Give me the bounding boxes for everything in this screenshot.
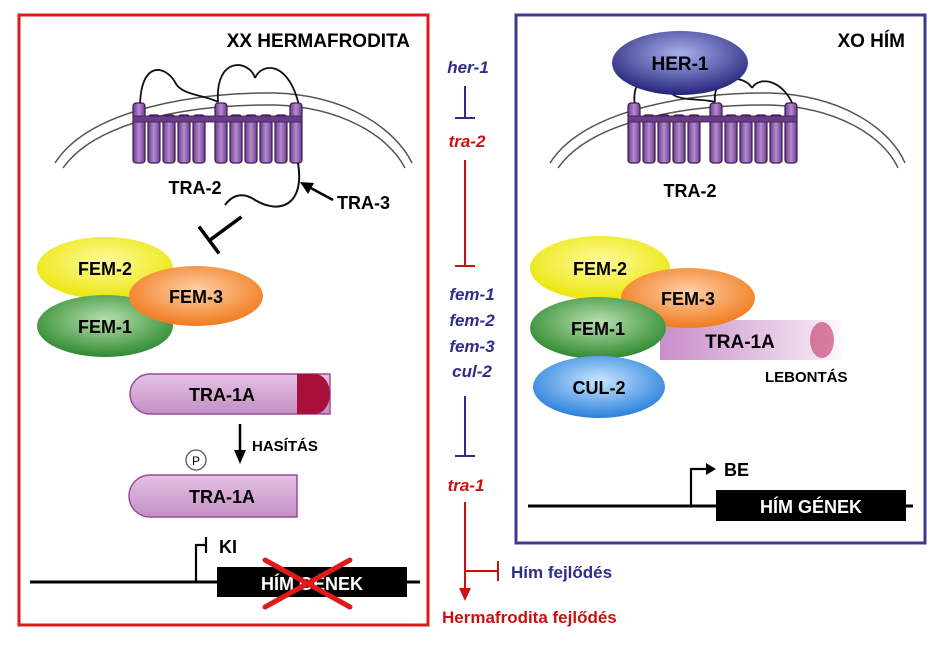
fem3-label-right: FEM-3 (661, 289, 715, 309)
tra1a-being-degraded (660, 320, 846, 360)
cleavage-label: HASÍTÁS (252, 438, 318, 455)
phosphate-group (185, 449, 207, 471)
tra3-label: TRA-3 (337, 193, 390, 213)
pathway-fem2: fem-2 (449, 311, 495, 330)
male-panel-frame (514, 13, 927, 545)
hermaphrodite-panel-frame (17, 13, 430, 627)
tra2-inhibits-fem (455, 160, 475, 267)
tra2-inhibits-fem-bar (197, 215, 243, 255)
degradation-label: LEBONTÁS (765, 369, 848, 386)
her1-inhibits-tra2 (455, 86, 475, 119)
fem2-label-left: FEM-2 (78, 259, 132, 279)
cleavage-arrow (234, 424, 246, 464)
pathway-tra2: tra-2 (449, 132, 486, 151)
transmembrane-helices-left (132, 102, 303, 164)
crossed-out-x (262, 557, 353, 610)
transmembrane-helices-right (627, 102, 798, 164)
phosphate-label: P (192, 454, 200, 468)
male-development-label: Hím fejlődés (511, 563, 612, 582)
off-label: KI (219, 537, 237, 557)
male-panel-title: XO HÍM (837, 30, 905, 52)
her1-ligand (612, 31, 748, 95)
tra1-outputs (464, 502, 499, 592)
tra2-receptor-left (132, 64, 303, 208)
tra2-cytoplasmic-tail (224, 162, 301, 208)
fem1-label-left: FEM-1 (78, 317, 132, 337)
tra3-activation-arrow (300, 182, 334, 202)
promoter-off-arrow (194, 537, 208, 582)
fem2-label-right: FEM-2 (573, 259, 627, 279)
pathway-fem1: fem-1 (449, 285, 494, 304)
tra1a-full-length (129, 373, 331, 415)
male-genes-label-right: HÍM GÉNEK (760, 496, 862, 517)
pathway-her1: her-1 (447, 58, 489, 77)
tra1a-label-full: TRA-1A (189, 385, 255, 405)
fem3-protein-left (129, 266, 263, 326)
cul2-protein (533, 356, 665, 418)
hermaphrodite-panel-title: XX HERMAFRODITA (227, 31, 411, 52)
tra2-label-left: TRA-2 (169, 178, 222, 198)
cell-membrane-right (549, 92, 906, 169)
her1-label: HER-1 (651, 54, 708, 75)
hermaphrodite-development-label: Hermafrodita fejlődés (442, 608, 617, 627)
fem3-label-left: FEM-3 (169, 287, 223, 307)
tra1a-label-right: TRA-1A (705, 332, 775, 353)
cul2-label: CUL-2 (573, 378, 626, 398)
herm-dev-arrowhead (459, 588, 471, 601)
cell-membrane-left (54, 92, 413, 169)
on-label: BE (724, 460, 749, 480)
tra2-label-right: TRA-2 (664, 181, 717, 201)
male-genes-box-right (716, 490, 906, 521)
pathway-tra1: tra-1 (448, 476, 485, 495)
pathway-cul2: cul-2 (452, 362, 492, 381)
fem1-protein-right (530, 297, 666, 359)
fem1-label-right: FEM-1 (571, 319, 625, 339)
promoter-on-arrow (689, 463, 716, 506)
fem-inhibits-tra1 (455, 396, 475, 457)
tra1a-cleaved (128, 474, 298, 518)
pathway-fem3: fem-3 (449, 337, 495, 356)
tra1a-label-cleaved: TRA-1A (189, 487, 255, 507)
